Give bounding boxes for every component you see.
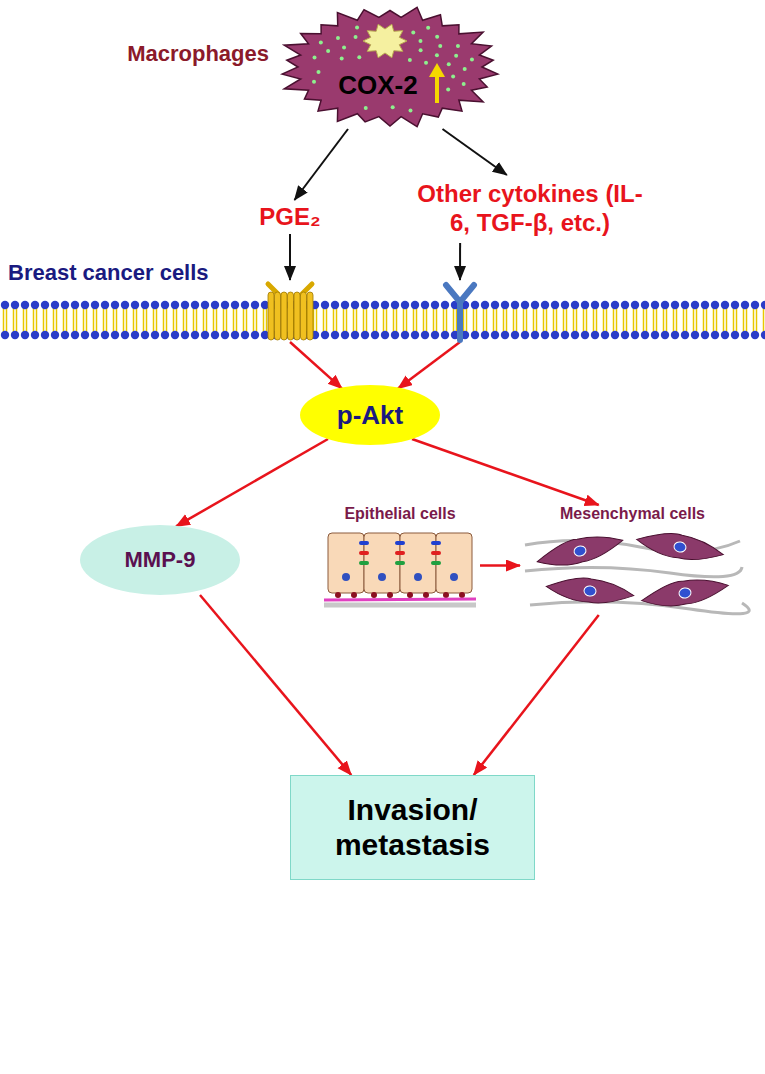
cell-membrane: Breast cancer cells	[0, 280, 765, 342]
cytokine-receptor	[446, 285, 474, 340]
node-label: PGE₂	[259, 203, 320, 231]
signal-arrow	[412, 439, 599, 505]
node-label: p-Akt	[337, 400, 403, 431]
inner-leaflet	[0, 320, 765, 340]
mediator-label: PGE₂	[245, 200, 335, 234]
lipid-bilayer	[0, 280, 765, 342]
outer-leaflet	[0, 300, 765, 320]
granule	[364, 106, 368, 110]
enzyme-ellipse: MMP-9	[80, 525, 240, 595]
granule	[408, 58, 412, 62]
node-label: Other cytokines (IL-6, TGF-β, etc.)	[413, 180, 648, 238]
up-arrow-head	[429, 63, 445, 77]
node-label: Invasion/ metastasis	[313, 793, 513, 862]
granule	[462, 82, 466, 86]
signal-arrow	[295, 129, 349, 200]
signal-arrow	[398, 342, 460, 389]
granule	[438, 44, 442, 48]
node-label: MMP-9	[125, 547, 196, 573]
macrophage-cell: MacrophagesCOX-2	[285, 5, 495, 129]
node-label: Breast cancer cells	[8, 260, 209, 286]
signal-arrow	[480, 564, 520, 567]
granule	[319, 40, 323, 44]
up-arrow	[435, 75, 439, 103]
macrophage-illustration	[285, 5, 495, 129]
granule	[454, 54, 458, 58]
signal-arrow	[459, 243, 461, 280]
signal-arrow	[176, 439, 328, 526]
granule	[424, 61, 428, 65]
signal-arrow	[289, 234, 291, 280]
signal-arrow	[474, 615, 599, 775]
granule	[447, 62, 451, 66]
granule	[419, 48, 423, 52]
granule	[355, 25, 359, 29]
granule	[312, 80, 316, 84]
prostaglandin-receptor	[268, 284, 313, 340]
granule	[313, 55, 317, 59]
granule	[317, 70, 321, 74]
cell-body	[282, 7, 498, 126]
granule	[340, 57, 344, 61]
mesenchymal-cells: Mesenchymal cells	[520, 505, 745, 615]
granule	[357, 55, 361, 59]
granule	[456, 44, 460, 48]
node-label: Mesenchymal cells	[560, 505, 705, 523]
granule	[408, 108, 412, 112]
granule	[391, 105, 395, 109]
signal-arrow	[290, 342, 342, 389]
granule	[411, 31, 415, 35]
granule	[435, 35, 439, 39]
granule	[326, 49, 330, 53]
granule	[446, 88, 450, 92]
outcome-box: Invasion/ metastasis	[290, 775, 535, 880]
node-label: Macrophages	[33, 41, 269, 67]
granule	[426, 26, 430, 30]
granule	[435, 53, 439, 57]
granule	[354, 35, 358, 39]
signal-ellipse: p-Akt	[300, 385, 440, 445]
granule	[451, 74, 455, 78]
node-label: Epithelial cells	[344, 505, 455, 523]
signal-arrow	[443, 129, 507, 175]
mediator-label: Other cytokines (IL-6, TGF-β, etc.)	[385, 175, 675, 243]
nucleus	[363, 24, 407, 57]
signal-arrow	[200, 595, 351, 775]
granule	[336, 36, 340, 40]
granule	[463, 67, 467, 71]
granule	[470, 58, 474, 62]
node-label: COX-2	[338, 70, 417, 101]
granule	[418, 39, 422, 43]
granule	[342, 46, 346, 50]
epithelial-cells: Epithelial cells	[320, 505, 480, 615]
